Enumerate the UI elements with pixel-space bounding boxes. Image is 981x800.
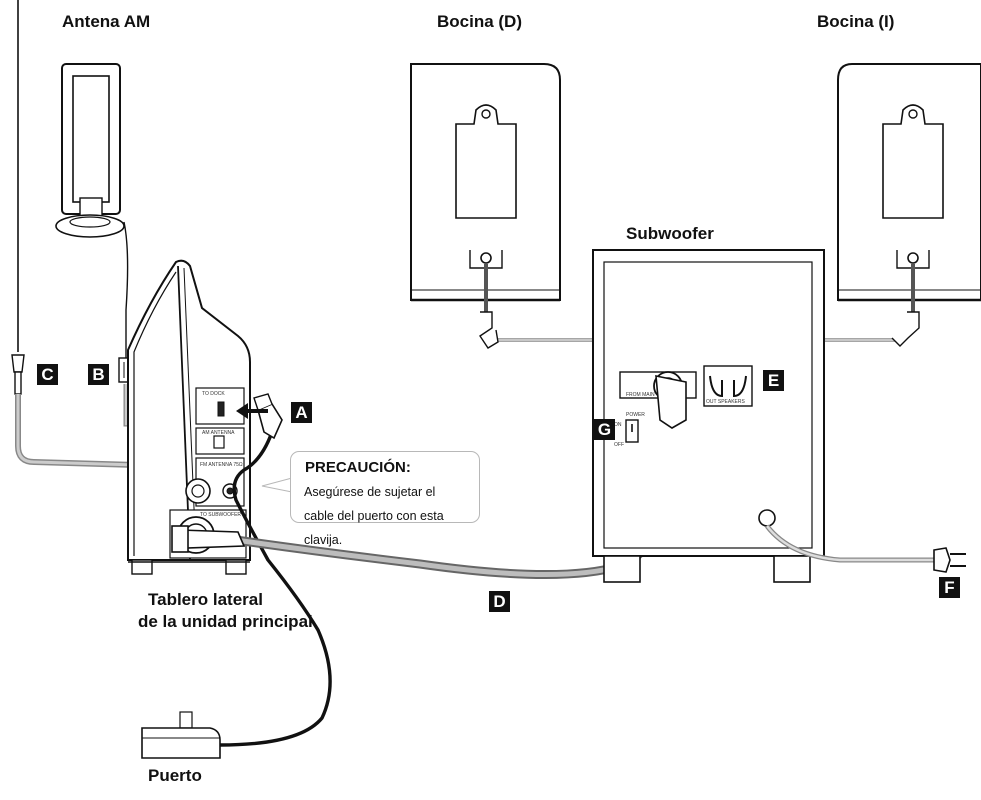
- badge-e: E: [763, 370, 784, 391]
- caution-body: Asegúrese de sujetar el cable del puerto…: [304, 480, 479, 552]
- label-side-panel-line1: Tablero lateral: [148, 590, 263, 610]
- label-am-antenna: Antena AM: [62, 12, 150, 32]
- panel-text-off: OFF: [614, 442, 624, 448]
- caution-line-2: cable del puerto con esta clavija.: [304, 504, 479, 552]
- panel-text-sub: TO SUBWOOFER: [200, 512, 241, 518]
- label-speaker-right: Bocina (D): [437, 12, 522, 32]
- badge-b: B: [88, 364, 109, 385]
- panel-text-from-main: FROM MAIN: [626, 392, 655, 398]
- label-side-panel-line2: de la unidad principal: [138, 612, 313, 632]
- caution-callout: PRECAUCIÓN: Asegúrese de sujetar el cabl…: [290, 451, 480, 523]
- caution-title: PRECAUCIÓN:: [305, 459, 411, 476]
- panel-text-am: AM ANTENNA: [202, 430, 235, 436]
- panel-text-power: POWER: [626, 412, 645, 418]
- label-subwoofer: Subwoofer: [626, 224, 714, 244]
- panel-text-on: ON: [614, 422, 622, 428]
- caution-line-1: Asegúrese de sujetar el: [304, 480, 479, 504]
- dock-unit: [142, 712, 220, 758]
- badge-c: C: [37, 364, 58, 385]
- panel-text-speakers: OUT SPEAKERS: [706, 399, 745, 405]
- panel-text-fm: FM ANTENNA 75Ω: [200, 462, 243, 468]
- badge-g: G: [594, 419, 615, 440]
- label-speaker-left: Bocina (I): [817, 12, 894, 32]
- badge-d: D: [489, 591, 510, 612]
- badge-a: A: [291, 402, 312, 423]
- label-dock: Puerto: [148, 766, 202, 786]
- badge-f: F: [939, 577, 960, 598]
- speaker-left: [838, 64, 981, 300]
- main-unit-side-panel: [128, 261, 250, 574]
- panel-text-dock: TO DOCK: [202, 391, 225, 397]
- caution-pointer: [262, 478, 292, 492]
